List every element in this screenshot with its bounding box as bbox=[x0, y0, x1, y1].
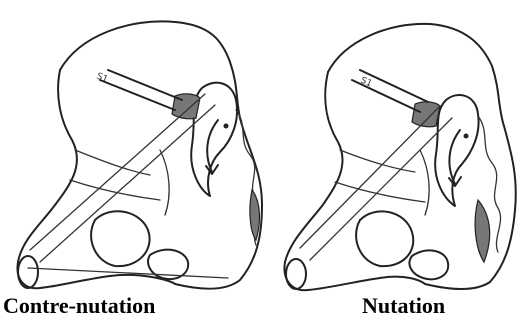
left-pelvis-drawing: S1 bbox=[17, 21, 262, 288]
right-angle-label: S1 bbox=[359, 76, 374, 90]
left-caption: Contre-nutation bbox=[3, 293, 155, 319]
right-pelvis-drawing: S1 bbox=[284, 24, 515, 290]
right-caption: Nutation bbox=[362, 293, 445, 319]
